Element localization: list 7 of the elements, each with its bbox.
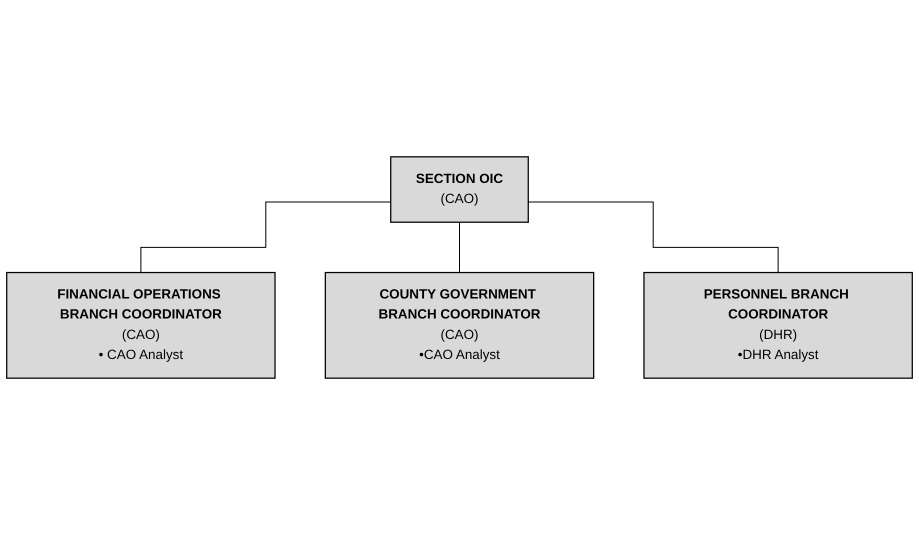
node-box: SECTION OIC (CAO) (390, 156, 529, 223)
connector (528, 202, 779, 274)
node-box: PERSONNEL BRANCH COORDINATOR (DHR) •DHR Analyst (643, 272, 913, 379)
node-box: FINANCIAL OPERATIONS BRANCH COORDINATOR (CAO) • CAO Analyst (6, 272, 276, 379)
node-box: COUNTY GOVERNMENT BRANCH COORDINATOR (CAO) •CAO Analyst (324, 272, 594, 379)
connector (459, 222, 460, 274)
connector (140, 202, 391, 274)
